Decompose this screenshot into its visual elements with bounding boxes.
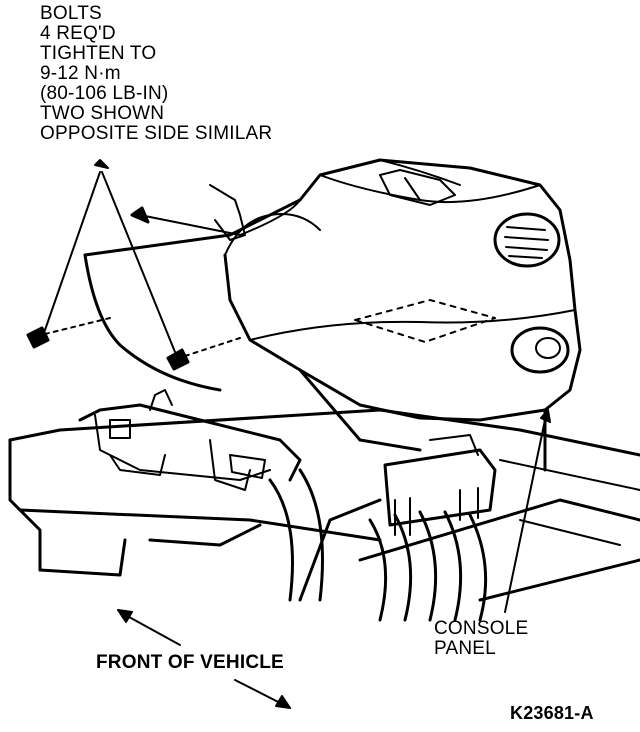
bolt-left xyxy=(26,317,111,349)
figure-id: K23681-A xyxy=(510,703,594,723)
callout-line: OPPOSITE SIDE SIMILAR xyxy=(40,123,273,144)
bolts-callout: BOLTS 4 REQ'D TIGHTEN TO 9-12 N·m (80-10… xyxy=(40,4,272,144)
callout-line: CONSOLE xyxy=(434,618,529,639)
bolt-center xyxy=(166,337,241,371)
front-direction-arrows xyxy=(117,609,291,709)
callout-line: BOLTS xyxy=(40,3,102,24)
front-of-vehicle-label: FRONT OF VEHICLE xyxy=(96,652,284,673)
callout-line: 4 REQ'D xyxy=(40,23,116,44)
callout-line: 9-12 N·m xyxy=(40,63,121,84)
console-body xyxy=(83,158,582,472)
callout-line: PANEL xyxy=(434,638,496,659)
wire-harness xyxy=(139,184,301,241)
callout-line: (80-106 LB-IN) xyxy=(40,83,169,104)
callout-line: TIGHTEN TO xyxy=(40,43,157,64)
callout-line: TWO SHOWN xyxy=(40,103,165,124)
leader-lines xyxy=(44,159,551,613)
console-panel-bracket xyxy=(383,434,497,536)
shifter-bracket xyxy=(78,389,302,491)
console-panel-callout: CONSOLE PANEL xyxy=(434,619,528,659)
